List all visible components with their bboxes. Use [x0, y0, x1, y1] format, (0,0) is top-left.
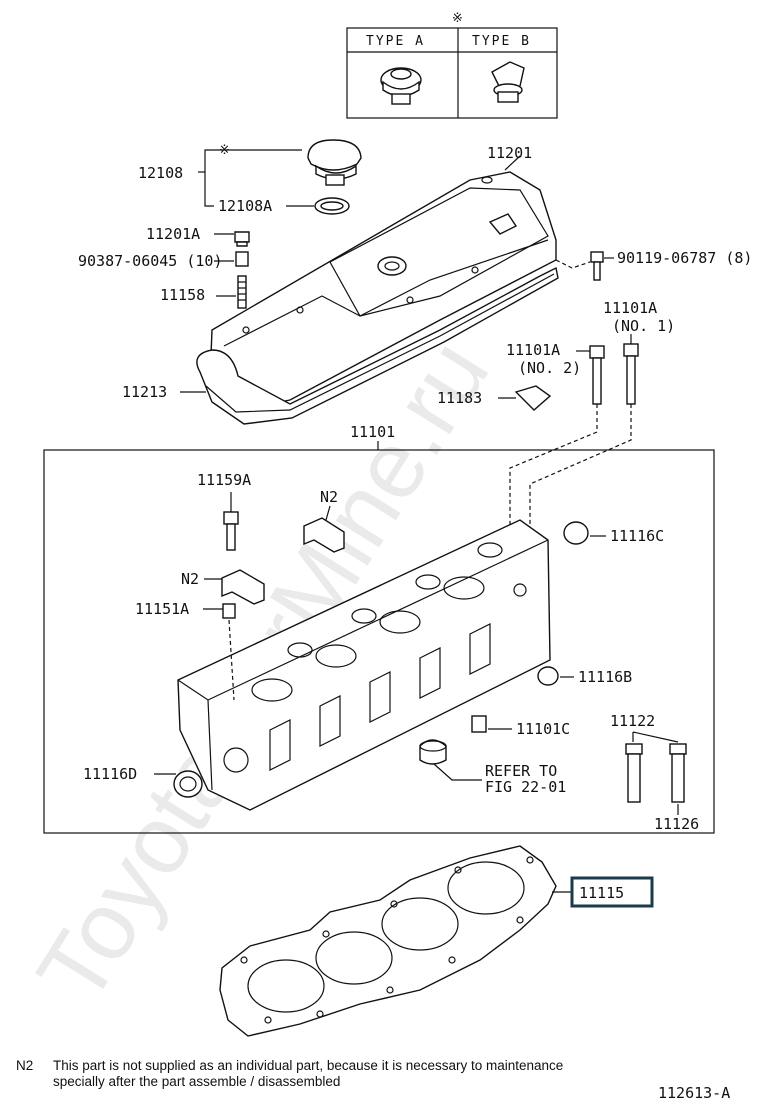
cap-gasket [314, 197, 350, 215]
footnote-code: N2 [16, 1058, 33, 1073]
label-refer-line2: FIG 22-01 [485, 778, 566, 796]
label-11158: 11158 [160, 286, 205, 304]
cap-type-a-illustration [380, 67, 422, 105]
label-11201A: 11201A [146, 225, 200, 243]
footnote-line-2: specially after the part assemble / disa… [53, 1074, 340, 1089]
type-a-label: TYPE A [366, 34, 425, 49]
label-11116C: 11116C [610, 527, 664, 545]
plug-11116C [563, 521, 589, 545]
oil-filler-cap [307, 139, 362, 186]
grommet-11201A [234, 231, 250, 247]
label-90119: 90119-06787 (8) [617, 249, 752, 267]
label-12108: 12108 [138, 164, 183, 182]
valve-guide-bushing-2 [669, 743, 687, 803]
label-11101C: 11101C [516, 720, 570, 738]
figure-id: 112613-A [658, 1084, 730, 1102]
label-11116B: 11116B [578, 668, 632, 686]
plug-refer-fig [419, 739, 447, 765]
valve-guide-bushing-1 [625, 743, 643, 803]
cap-type-b-illustration [491, 61, 525, 103]
head-bolt-no1 [623, 343, 639, 405]
label-11115[interactable]: 11115 [579, 884, 624, 902]
stud-11159A [223, 511, 239, 551]
label-11183: 11183 [437, 389, 482, 407]
label-cap-mark: ※ [219, 143, 230, 158]
plug-11116D [173, 770, 203, 798]
highlight-box-11115[interactable] [570, 876, 654, 908]
bolt-90119 [590, 251, 604, 281]
type-b-label: TYPE B [472, 34, 531, 49]
plug-11116B [537, 666, 559, 686]
pin-11101C [471, 715, 487, 733]
label-no1: (NO. 1) [612, 317, 675, 335]
label-11126: 11126 [654, 815, 699, 833]
cylinder-head [177, 519, 551, 811]
type-table: ※ TYPE A TYPE B [346, 11, 558, 119]
label-11116D: 11116D [83, 765, 137, 783]
label-90387: 90387-06045 (10) [78, 252, 223, 270]
dowel-pin-11151A [222, 603, 236, 619]
cylinder-head-gasket [219, 845, 557, 1037]
label-11201: 11201 [487, 144, 532, 162]
label-11159A: 11159A [197, 471, 251, 489]
half-moon-plug-11183 [514, 385, 552, 411]
footnote-line-1: This part is not supplied as an individu… [53, 1058, 563, 1073]
camshaft-bearing-cap-n2-top [303, 517, 345, 553]
label-12108A: 12108A [218, 197, 272, 215]
label-refer-line1: REFER TO [485, 762, 557, 780]
cylinder-head-frame [43, 449, 715, 834]
label-11122: 11122 [610, 712, 655, 730]
label-11101A-no1: 11101A [603, 299, 657, 317]
label-n2-top: N2 [320, 488, 338, 506]
stud-11158 [237, 275, 247, 309]
label-n2-left: N2 [181, 570, 199, 588]
label-11101: 11101 [350, 423, 395, 441]
label-11213: 11213 [122, 383, 167, 401]
head-bolt-no2 [589, 345, 605, 405]
label-11151A: 11151A [135, 600, 189, 618]
seal-washer-90387 [235, 251, 249, 267]
type-table-mark: ※ [452, 11, 463, 26]
label-no2: (NO. 2) [518, 359, 581, 377]
camshaft-bearing-cap-n2-left [221, 569, 265, 605]
valve-cover-gasket [196, 266, 559, 425]
label-11101A-no2: 11101A [506, 341, 560, 359]
